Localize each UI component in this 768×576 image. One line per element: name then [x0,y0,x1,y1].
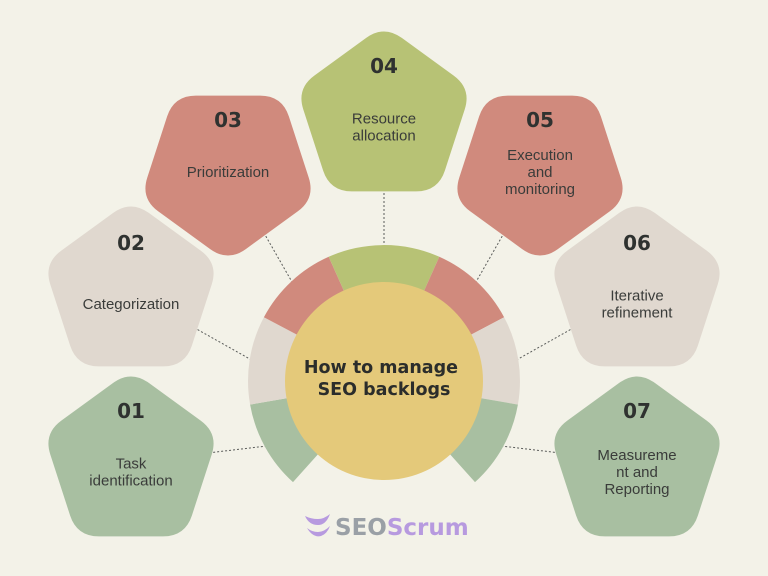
ring-segment-05 [423,256,505,336]
brand-logo: SEOScrum [305,514,469,541]
step-label-line: Measureme [597,447,676,464]
step-label-line: allocation [352,128,415,145]
connector-line-07 [501,445,566,455]
ring-segment-03 [263,256,345,336]
connector-line-05 [474,232,505,284]
step-label-line: Resource [352,111,416,128]
step-number: 06 [623,231,651,255]
center-title-line-1: How to manage [304,358,458,378]
connector-line-02 [193,326,252,361]
connector-line-03 [263,232,294,284]
step-number: 05 [526,108,554,132]
step-label-line: Task [116,456,147,473]
ring-segment-01 [250,397,320,483]
step-pentagon-shape [301,31,467,192]
step-label-line: monitoring [505,181,575,198]
connector-lines [193,189,575,455]
center-circle [285,282,483,480]
ring-segment-07 [448,397,518,483]
ring-segment-04 [328,245,440,294]
step-label-line: Reporting [604,481,669,498]
step-number: 01 [117,399,145,423]
brand-scrum-text: Scrum [387,515,469,541]
step-label-line: refinement [602,305,674,322]
step-label-line: Iterative [610,288,663,305]
connector-line-06 [516,326,575,361]
step-label-line: nt and [616,464,658,481]
step-label-line: and [527,164,552,181]
step-number: 03 [214,108,242,132]
step-pentagon-shape [48,376,214,537]
checkmark-swoosh-icon [305,514,330,537]
connector-line-01 [202,445,267,455]
step-pentagon-shape [145,95,311,256]
step-pentagon-shape [554,206,720,367]
step-label: Categorization [83,296,180,313]
center-title-line-2: SEO backlogs [318,380,451,400]
step-number: 07 [623,399,651,423]
brand-wordmark: SEOScrum [335,515,469,541]
step-pentagon-shape [457,95,623,256]
step-number: 04 [370,54,398,78]
center-title: How to manage SEO backlogs [304,358,464,400]
brand-seo-text: SEO [335,515,387,541]
step-label-line: identification [89,473,172,490]
step-pentagon-shape [554,376,720,537]
step-label-line: Prioritization [187,164,270,181]
step-pentagon-shape [48,206,214,367]
step-label-line: Execution [507,147,573,164]
step-label-line: Categorization [83,296,180,313]
step-number: 02 [117,231,145,255]
step-label: Prioritization [187,164,270,181]
